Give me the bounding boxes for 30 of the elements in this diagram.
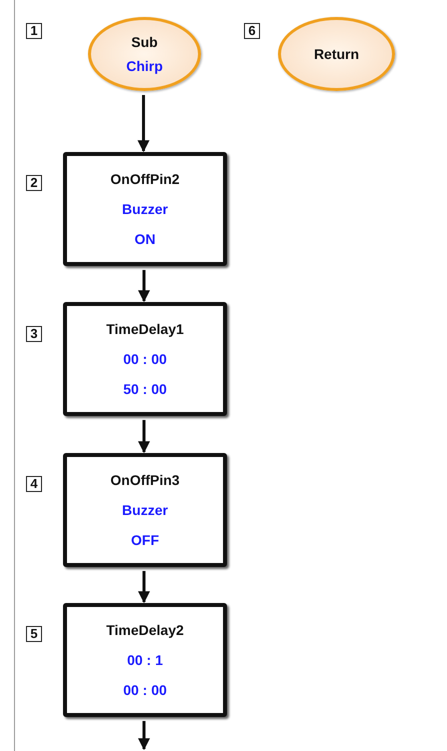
process-box	[63, 603, 227, 717]
node-value: 00 : 00	[123, 682, 167, 698]
node-value: ON	[134, 231, 156, 247]
node-value: 00 : 00	[123, 351, 167, 367]
process-box	[63, 453, 227, 567]
step-number: 5	[26, 626, 42, 642]
arrow	[138, 270, 150, 302]
step-number: 4	[26, 476, 42, 492]
node-title: OnOffPin2	[110, 171, 180, 187]
node-title: OnOffPin3	[110, 472, 180, 488]
step-number: 6	[244, 23, 260, 39]
step-number: 2	[26, 175, 42, 191]
node-value: Buzzer	[122, 201, 168, 217]
node-title: TimeDelay1	[106, 321, 184, 337]
node-value: Chirp	[126, 58, 163, 74]
node-value: 00 : 1	[127, 652, 163, 668]
node-title: TimeDelay2	[106, 622, 184, 638]
arrow	[138, 95, 150, 152]
node-value: Buzzer	[122, 502, 168, 518]
process-box	[63, 152, 227, 266]
arrow	[138, 420, 150, 454]
node-value: 50 : 00	[123, 381, 167, 397]
process-box	[63, 302, 227, 416]
arrow	[138, 721, 150, 750]
node-title: Return	[314, 46, 360, 62]
step-number: 1	[26, 23, 42, 39]
arrow	[138, 571, 150, 604]
node-title: Sub	[131, 34, 158, 50]
step-number: 3	[26, 326, 42, 342]
node-value: OFF	[131, 532, 159, 548]
